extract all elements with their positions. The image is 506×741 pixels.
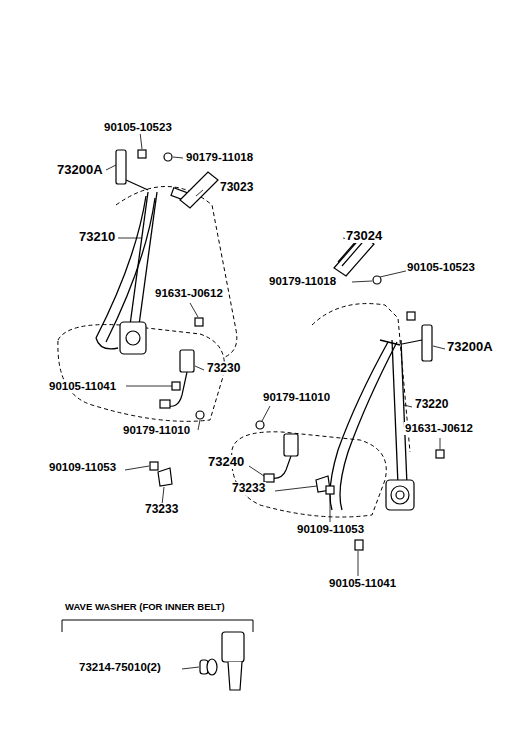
bracket (62, 620, 253, 632)
anchor-plate (116, 150, 126, 184)
bolt (195, 318, 203, 326)
callout-number: 73230 (206, 362, 241, 375)
part-number: 90105-10523 (406, 261, 476, 274)
retractor (386, 480, 414, 510)
leader-line (195, 366, 204, 370)
buckle (160, 400, 170, 408)
retractor (396, 491, 404, 499)
buckle (180, 350, 194, 372)
retractor (120, 322, 146, 354)
anchor-plate (422, 325, 432, 361)
part-number: 90109-11053 (48, 461, 117, 474)
leader-line (106, 165, 116, 170)
callout-number: 73024 (345, 229, 383, 243)
leader-line (106, 132, 445, 669)
bolt (355, 540, 363, 550)
seat-belt (401, 340, 407, 485)
part-number: 90179-11018 (185, 151, 254, 164)
callout-number: 73200A (446, 340, 494, 354)
leader-line (352, 281, 372, 282)
leader-line (126, 386, 172, 387)
anchor-plate (402, 340, 422, 344)
callout-number: 73233 (144, 503, 179, 516)
bolt (172, 382, 180, 390)
inner-belt-end (207, 632, 244, 690)
leader-line (198, 420, 200, 430)
inner-belt-end (207, 659, 217, 675)
part-number: 90105-11041 (48, 380, 117, 393)
leader-line (196, 190, 203, 196)
note-text: WAVE WASHER (FOR INNER BELT) (64, 602, 226, 612)
seat-belt (130, 192, 148, 325)
leader-line (182, 667, 199, 669)
bolt (196, 411, 204, 419)
part-number: 90179-11010 (122, 424, 191, 437)
retractor (391, 486, 409, 504)
part-number: 73214-75010(2) (78, 661, 162, 674)
bolt (150, 462, 158, 470)
retractor (120, 322, 414, 510)
seat-belt (330, 342, 388, 510)
seat-outline (116, 187, 237, 358)
leader-line (262, 406, 270, 421)
leader-line (249, 466, 264, 476)
callout-number: 73240 (207, 455, 245, 469)
seat-outline (232, 432, 387, 517)
part-number: 90179-11018 (268, 275, 337, 288)
inner-belt-end (222, 632, 244, 662)
part-number: 91631-J0612 (154, 287, 224, 300)
part-number: 90105-11041 (328, 577, 397, 590)
seat-belt (96, 192, 407, 510)
bolt (407, 312, 415, 320)
callout-number: 73210 (78, 230, 116, 244)
retractor (126, 331, 140, 345)
leader-line (275, 486, 317, 491)
part-number: 91631-J0612 (404, 422, 474, 435)
callout-number: 73220 (414, 398, 449, 411)
buckle (264, 474, 274, 482)
bolt (256, 421, 264, 429)
leader-line (330, 495, 331, 522)
buckle (284, 434, 298, 456)
leader-line (440, 438, 441, 449)
cover (180, 172, 218, 208)
bolt (138, 150, 146, 158)
bracket (62, 620, 253, 632)
part-number: 90179-11010 (262, 391, 331, 404)
leader-line (125, 466, 149, 470)
anchor-plate (126, 180, 148, 190)
buckle (160, 350, 298, 482)
seat-belt (139, 192, 157, 325)
leader-line (404, 405, 412, 407)
leader-line (140, 132, 142, 149)
leader-line (433, 346, 445, 349)
anchor-plate (116, 150, 432, 361)
inner-belt-end (228, 662, 242, 690)
callout-number: 73233 (231, 482, 266, 495)
bolt (373, 276, 381, 284)
bolt (326, 486, 334, 494)
leader-line (173, 157, 183, 158)
leader-line (190, 303, 198, 317)
seat-belt (106, 198, 155, 342)
part-number: 90109-11053 (296, 523, 365, 536)
leader-line (118, 238, 142, 239)
cover (158, 172, 374, 492)
leader-line (358, 551, 359, 576)
bolt (436, 450, 444, 458)
cover (158, 468, 172, 486)
bolt (138, 150, 444, 674)
part-number: 90105-10523 (103, 121, 173, 134)
seat-belt (380, 340, 400, 345)
seat-belt (392, 340, 398, 485)
callout-number: 73023 (219, 181, 254, 194)
callout-number: 73200A (56, 163, 104, 177)
seat-belt (96, 338, 118, 349)
bolt (164, 153, 172, 161)
